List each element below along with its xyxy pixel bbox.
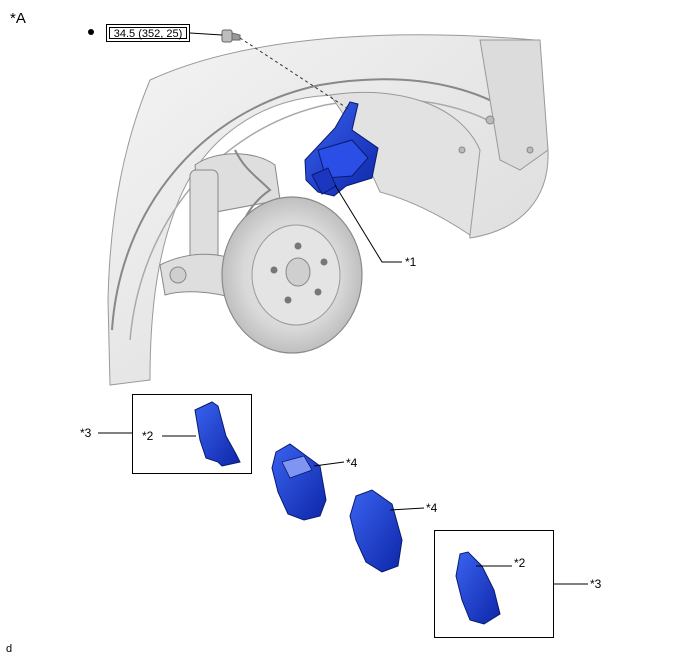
callout-c2a: *2 xyxy=(142,429,154,443)
torque-leader xyxy=(189,32,223,36)
pad-1 xyxy=(271,443,327,521)
callout-c3b: *3 xyxy=(590,577,602,591)
corner-mark: d xyxy=(6,643,13,655)
callout-c4b: *4 xyxy=(426,501,438,515)
torque-spec-box: 34.5 (352, 25) xyxy=(106,24,190,42)
inset-left-frame xyxy=(132,394,252,474)
torque-bullet xyxy=(88,29,94,35)
torque-spec-text: 34.5 (352, 25) xyxy=(109,27,187,40)
callout-c2b: *2 xyxy=(514,556,526,570)
bolt xyxy=(221,29,241,43)
pad-2 xyxy=(349,489,403,573)
leader-c4b xyxy=(389,507,425,511)
callout-c3a: *3 xyxy=(80,426,92,440)
leader-c1 xyxy=(334,184,402,263)
caliper-assembly xyxy=(304,101,379,197)
shim-left xyxy=(194,401,241,467)
callout-c4a: *4 xyxy=(346,456,358,470)
callout-c1: *1 xyxy=(405,255,417,269)
install-dashed-line xyxy=(239,37,351,111)
leader-c4a xyxy=(313,461,345,467)
vehicle-body xyxy=(107,34,549,386)
shim-right xyxy=(455,551,501,625)
view-label: *A xyxy=(10,10,26,27)
inset-right-frame xyxy=(434,530,554,638)
brake-disc xyxy=(221,196,363,354)
